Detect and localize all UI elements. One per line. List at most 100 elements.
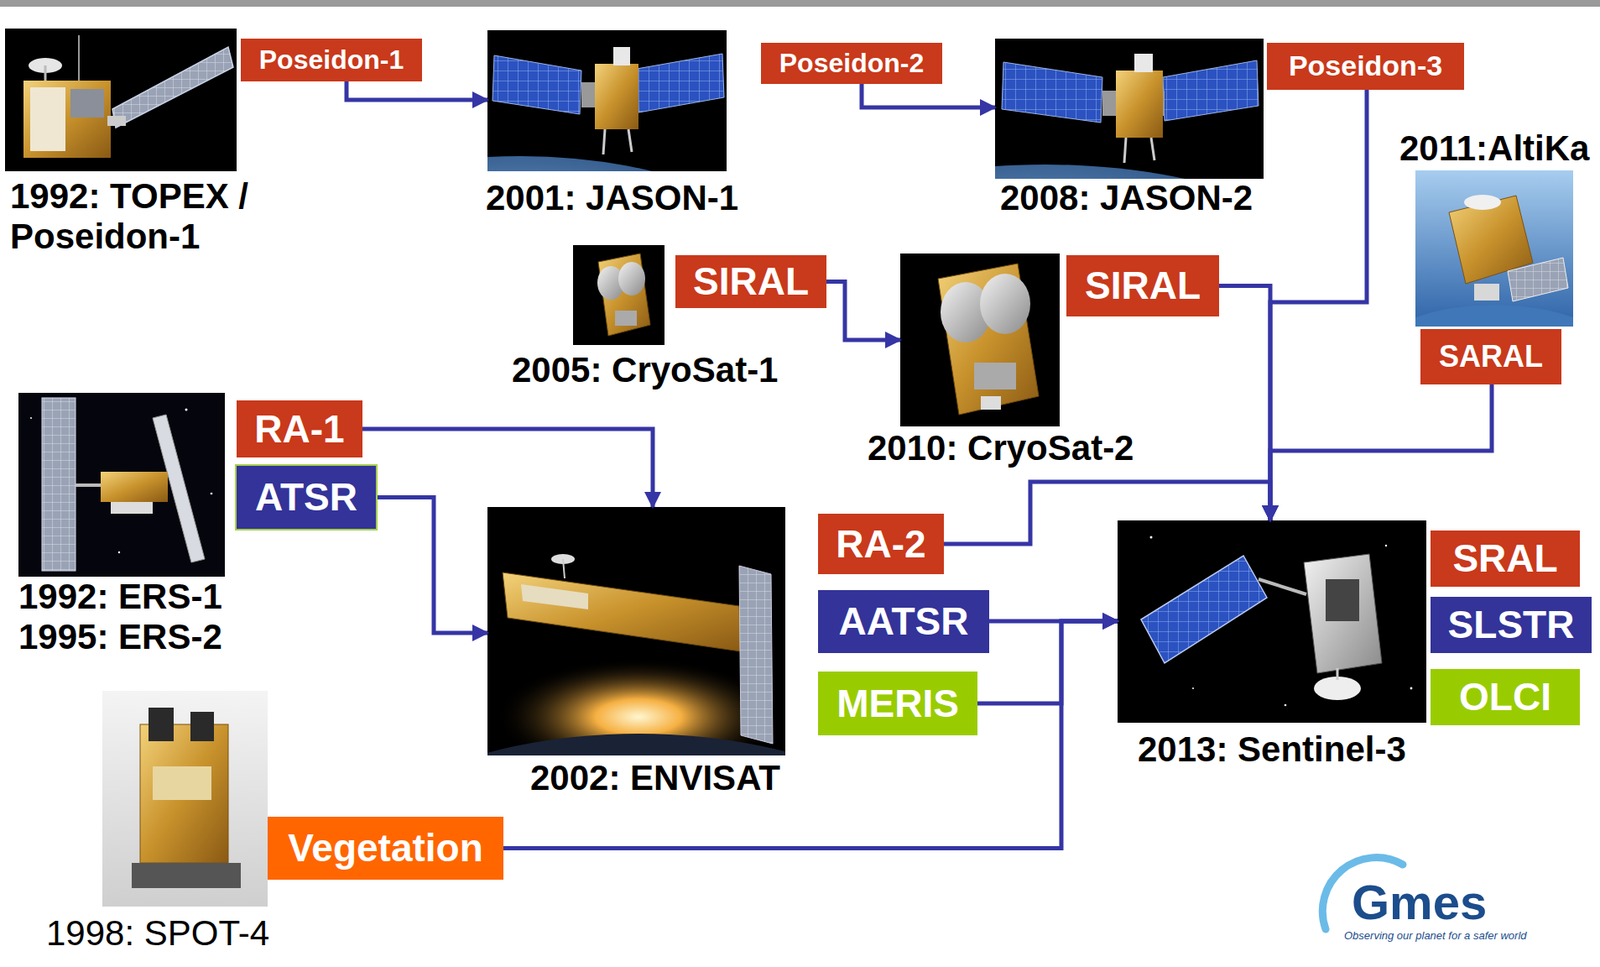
- satellite-image: 1992: TOPEX / Poseidon-1: [5, 28, 237, 172]
- instrument-name: Poseidon-3: [1288, 50, 1443, 82]
- envisat-illustration: [319, 506, 958, 967]
- instrument-name: OLCI: [1459, 675, 1552, 719]
- topex-illustration-part: [78, 35, 80, 81]
- caption-line: 1992: ERS-1: [18, 576, 223, 617]
- caption-line: 1998: SPOT-4: [46, 912, 270, 954]
- instrument-box: Poseidon-3: [1266, 42, 1465, 90]
- satellite-image: 2013: Sentinel-3: [1117, 520, 1427, 723]
- altika-illustration-part: [1415, 170, 1574, 327]
- spot-4-illustration-part: [102, 690, 268, 907]
- instrument-box: SARAL: [1420, 328, 1562, 385]
- instrument-box: SRAL: [1430, 530, 1580, 587]
- instrument-box: Poseidon-1: [240, 38, 423, 82]
- satellite-caption: 2001: JASON-1: [485, 177, 739, 219]
- sentinel-3-illustration-part: [1141, 555, 1267, 663]
- caption-line: 2002: ENVISAT: [530, 757, 781, 798]
- satellite-caption: 2005: CryoSat-1: [511, 349, 778, 391]
- sentinel-3-illustration: [1117, 520, 1427, 723]
- instrument-box: SLSTR: [1430, 596, 1592, 653]
- sentinel-3-illustration-part: [1336, 667, 1340, 680]
- arrow-connector: [503, 620, 1118, 849]
- sentinel-3-illustration-part: [1284, 703, 1288, 707]
- ers-illustration-part: [41, 397, 76, 571]
- spot-4-illustration-part: [190, 711, 214, 741]
- logo-text: Gmes: [1351, 874, 1487, 931]
- instrument-name: SLSTR: [1448, 603, 1575, 647]
- jason-2-illustration-part: [1001, 62, 1103, 123]
- ers-illustration-part: [118, 551, 120, 553]
- instrument-name: SRAL: [1452, 536, 1558, 580]
- caption-line: 1992: TOPEX / Poseidon-1: [10, 176, 271, 257]
- arrow-connector: [1219, 286, 1271, 522]
- instrument-box: OLCI: [1430, 668, 1580, 725]
- satellite-caption: 2002: ENVISAT: [530, 757, 781, 798]
- jason-2-illustration-part: [1134, 53, 1153, 73]
- instrument-name: MERIS: [836, 682, 959, 725]
- caption-line: 2008: JASON-2: [1000, 177, 1253, 219]
- ers-illustration-part: [100, 471, 168, 502]
- satellite-caption: 2011:AltiKa: [1399, 128, 1590, 169]
- instrument-box: AATSR: [818, 589, 990, 653]
- caption-line: 1995: ERS-2: [18, 616, 223, 657]
- sentinel-3-illustration-part: [1410, 687, 1413, 690]
- ers-illustration-part: [75, 483, 103, 487]
- cryosat-2-illustration-part: [980, 396, 1001, 410]
- satellite-caption: 1992: ERS-11995: ERS-2: [18, 576, 223, 657]
- instrument-name: SIRAL: [1084, 264, 1201, 308]
- spot-4-illustration-part: [131, 862, 241, 888]
- cryosat-2-illustration-part: [979, 273, 1031, 334]
- topex-illustration-part: [23, 80, 111, 158]
- ers-illustration-part: [152, 414, 205, 563]
- instrument-name: SIRAL: [693, 260, 809, 303]
- altika-illustration-part: [1351, 304, 1600, 456]
- sentinel-3-illustration-part: [1258, 578, 1307, 595]
- instrument-name: SARAL: [1438, 339, 1543, 374]
- cryosat-1-illustration-part: [573, 244, 665, 345]
- caption-line: 2013: Sentinel-3: [1137, 729, 1407, 770]
- ers-illustration-part: [110, 501, 153, 514]
- jason-1-illustration-part: [492, 55, 582, 115]
- logo-tagline: Observing our planet for a safer world: [1344, 929, 1528, 943]
- cryosat-1-illustration: [573, 244, 665, 345]
- cryosat-2-illustration-part: [900, 253, 1060, 427]
- spot-4-illustration-part: [140, 724, 229, 863]
- jason-2-illustration-part: [1115, 70, 1163, 138]
- altika-illustration-part: [1474, 283, 1500, 301]
- topex-illustration-part: [5, 28, 237, 172]
- jason-1-illustration: [244, 30, 798, 408]
- cryosat-2-illustration-part: [974, 362, 1017, 390]
- arrow-connector: [826, 281, 901, 341]
- altika-illustration-part: [1507, 257, 1569, 302]
- satellite-caption: 2013: Sentinel-3: [1137, 729, 1407, 770]
- arrow-connector: [1270, 89, 1367, 521]
- sentinel-3-illustration-part: [1325, 578, 1360, 621]
- envisat-illustration-part: [562, 558, 565, 579]
- jason-1-illustration-part: [603, 129, 605, 155]
- instrument-name: ATSR: [255, 475, 358, 519]
- jason-2-illustration-part: [1124, 137, 1126, 163]
- ers-illustration-part: [185, 408, 188, 412]
- arrow-connector: [861, 83, 996, 108]
- altika-illustration: [1351, 170, 1600, 456]
- instrument-name: Poseidon-1: [259, 45, 404, 75]
- arrow-connector: [346, 81, 488, 100]
- sentinel-3-illustration-part: [1192, 687, 1194, 689]
- jason-2-illustration-part: [995, 38, 1264, 179]
- satellite-caption: 1998: SPOT-4: [46, 912, 270, 954]
- envisat-illustration-part: [739, 565, 773, 744]
- satellite-image: 2001: JASON-1: [487, 30, 727, 172]
- topex-illustration-part: [30, 87, 66, 152]
- ers-illustration-part: [30, 416, 32, 419]
- sentinel-3-illustration-part: [1150, 536, 1153, 539]
- arrow-connector: [1270, 384, 1492, 521]
- satellite-image: 2002: ENVISAT: [487, 506, 786, 756]
- arrow-connector: [977, 620, 1118, 704]
- sentinel-3-illustration-part: [1313, 676, 1361, 700]
- cryosat-1-illustration-part: [614, 310, 637, 326]
- instrument-name: Vegetation: [287, 826, 484, 870]
- jason-2-illustration-part: [1151, 137, 1155, 161]
- sentinel-3-illustration-part: [1303, 553, 1382, 673]
- envisat-illustration-part: [502, 572, 741, 652]
- sentinel-3-illustration-part: [1385, 544, 1387, 547]
- topex-illustration: [5, 28, 237, 172]
